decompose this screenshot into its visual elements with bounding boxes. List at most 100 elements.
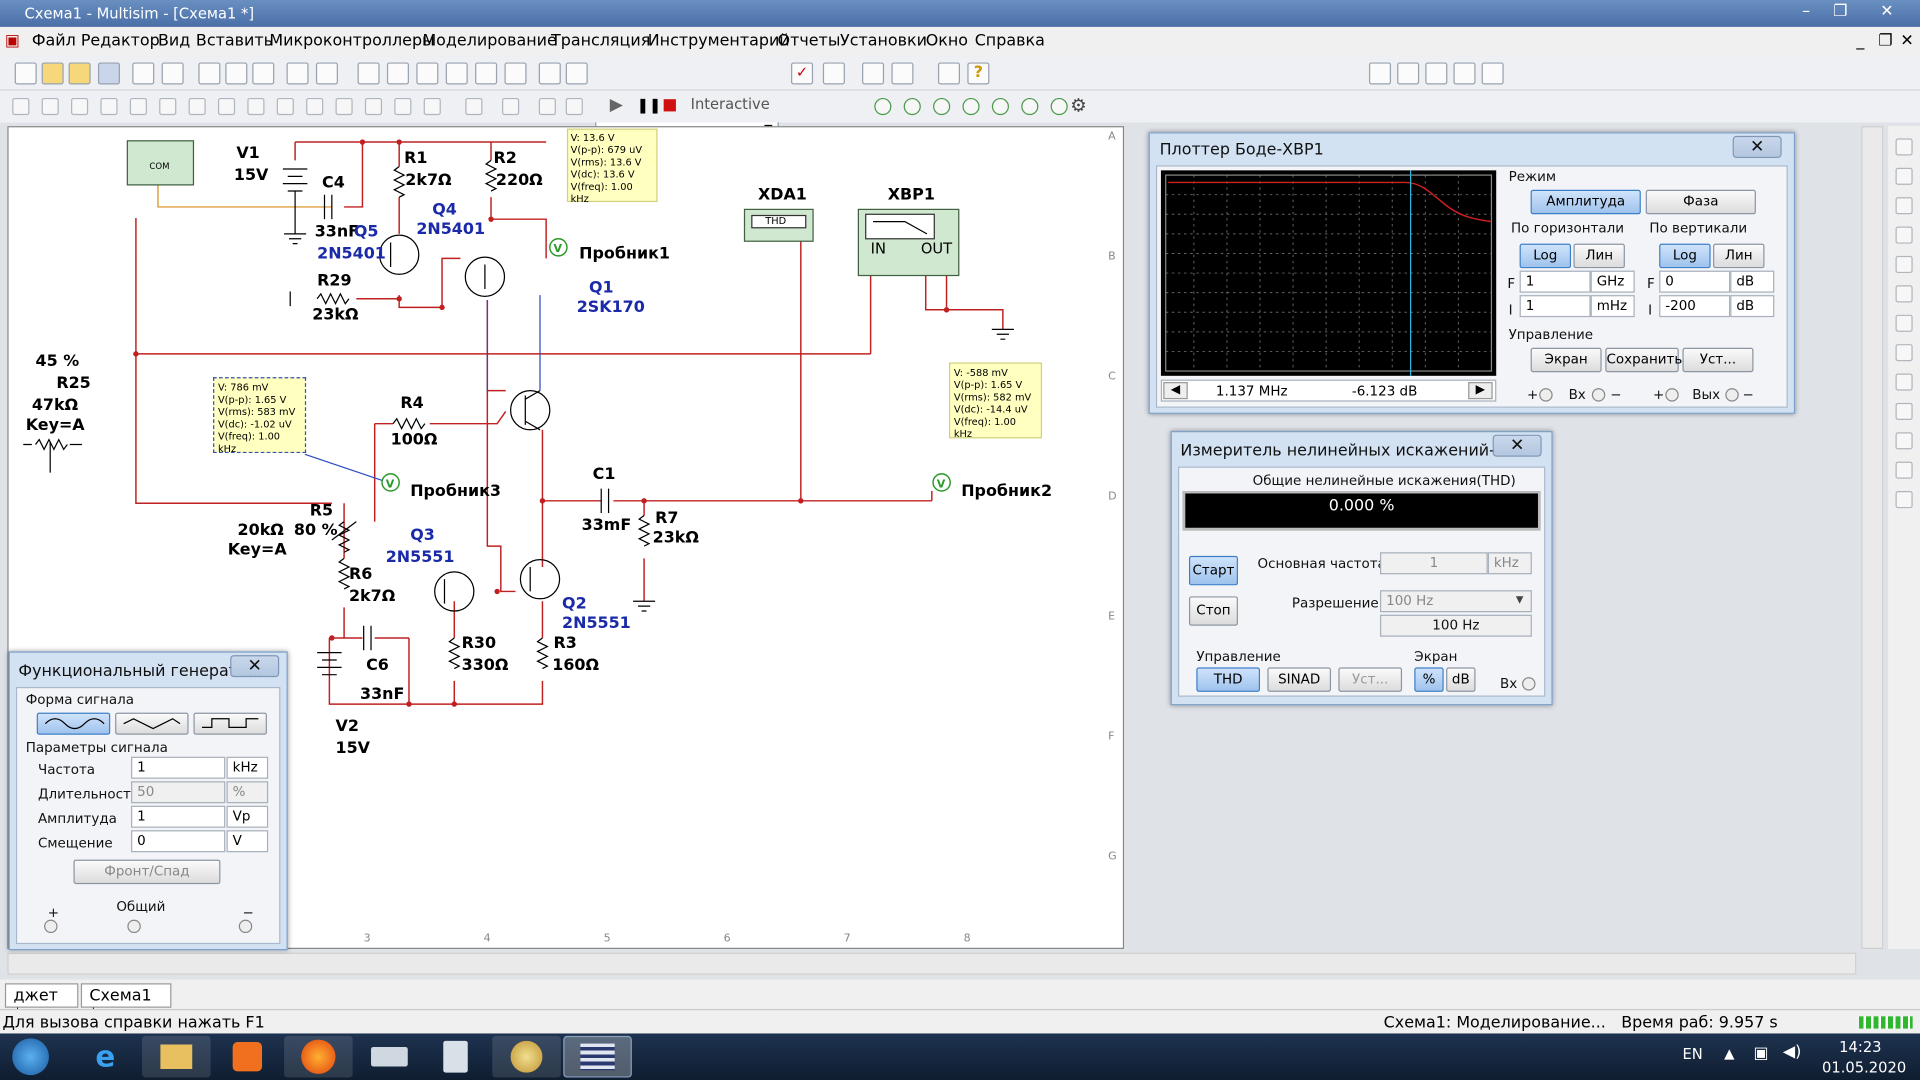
probe-voltage-icon[interactable] bbox=[874, 97, 892, 116]
transistor-icon[interactable] bbox=[100, 97, 118, 116]
probe-digital-icon[interactable] bbox=[1021, 97, 1039, 116]
hierarchical-icon[interactable] bbox=[502, 97, 520, 116]
fg-plus-terminal[interactable] bbox=[44, 919, 58, 934]
fg-duty-unit[interactable]: % bbox=[226, 781, 269, 804]
components-icon[interactable] bbox=[504, 62, 527, 85]
sinad-mode-button[interactable]: SINAD bbox=[1267, 667, 1332, 692]
paste-icon[interactable] bbox=[252, 62, 275, 85]
menu-window[interactable]: Окно bbox=[925, 31, 969, 51]
xbp1-label[interactable]: XBP1 bbox=[887, 186, 935, 205]
database-icon[interactable] bbox=[475, 62, 498, 85]
multisim-taskbar-icon[interactable] bbox=[563, 1035, 632, 1078]
pause-icon[interactable]: ❚❚ bbox=[636, 96, 662, 114]
spectrum-analyzer-icon[interactable] bbox=[1895, 461, 1913, 479]
netlist-icon[interactable] bbox=[538, 62, 561, 85]
zoom-area-icon[interactable] bbox=[1425, 62, 1448, 85]
language-indicator[interactable]: EN bbox=[1682, 1045, 1703, 1063]
tab-schema1[interactable]: Схема1 * bbox=[80, 983, 172, 1024]
media-player-icon[interactable] bbox=[213, 1036, 282, 1078]
thd-mode-button[interactable]: THD bbox=[1196, 667, 1261, 692]
bode-magnitude-button[interactable]: Амплитуда bbox=[1530, 189, 1641, 215]
thd-percent-button[interactable]: % bbox=[1414, 667, 1444, 692]
zoom-out-icon[interactable] bbox=[1397, 62, 1420, 85]
thd-start-button[interactable]: Старт bbox=[1188, 555, 1238, 586]
diode-icon[interactable] bbox=[71, 97, 89, 116]
start-button[interactable] bbox=[0, 1036, 61, 1078]
fg-rise-fall-button[interactable]: Фронт/Спад bbox=[73, 859, 221, 885]
save-icon[interactable] bbox=[97, 62, 121, 85]
bode-h-final-unit[interactable]: GHz bbox=[1590, 270, 1635, 293]
ttl-icon[interactable] bbox=[159, 97, 177, 116]
function-generator-icon[interactable] bbox=[1895, 167, 1913, 185]
multimeter-icon[interactable] bbox=[1895, 138, 1913, 156]
bode-h-initial-unit[interactable]: mHz bbox=[1590, 295, 1635, 318]
fg-minus-terminal[interactable] bbox=[238, 919, 253, 934]
menu-reports[interactable]: Отчеты bbox=[777, 31, 841, 51]
bode-v-initial-input[interactable]: -200 bbox=[1659, 295, 1731, 318]
forward-annotate-icon[interactable] bbox=[891, 62, 914, 85]
indicator-icon[interactable] bbox=[306, 97, 324, 116]
basic-icon[interactable] bbox=[41, 97, 59, 116]
bode-in-minus-terminal[interactable] bbox=[1591, 388, 1606, 402]
fg-amplitude-unit[interactable]: Vp bbox=[226, 805, 269, 828]
mdi-minimize[interactable]: _ bbox=[1856, 31, 1865, 51]
ni-icon[interactable] bbox=[423, 97, 441, 116]
app-icon[interactable]: ▣ bbox=[4, 31, 20, 51]
bode-h-lin-button[interactable]: Лин bbox=[1573, 243, 1625, 269]
chevron-down-icon[interactable]: ▼ bbox=[1515, 593, 1524, 605]
menu-help[interactable]: Справка bbox=[974, 31, 1045, 51]
run-icon[interactable]: ▶ bbox=[609, 95, 623, 116]
stop-icon[interactable] bbox=[663, 99, 676, 112]
spreadsheet-icon[interactable] bbox=[386, 62, 409, 85]
fg-duty-input[interactable]: 50 bbox=[131, 781, 226, 804]
firefox-icon[interactable] bbox=[284, 1035, 353, 1078]
bode-save-button[interactable]: Сохранить bbox=[1605, 347, 1682, 373]
bus-icon[interactable] bbox=[538, 97, 556, 116]
mcu-icon[interactable] bbox=[217, 97, 236, 116]
thd-resolution-select[interactable]: 100 Hz bbox=[1380, 590, 1532, 613]
thd-fundamental-input[interactable]: 1 bbox=[1380, 552, 1488, 575]
probe-current-icon[interactable] bbox=[903, 97, 921, 116]
logic-analyzer-icon[interactable] bbox=[1895, 344, 1913, 362]
electromech-icon[interactable] bbox=[394, 97, 412, 116]
undo-icon[interactable] bbox=[286, 62, 309, 85]
bode-h-initial-input[interactable]: 1 bbox=[1519, 295, 1591, 318]
volume-icon[interactable]: ◀) bbox=[1782, 1043, 1802, 1062]
distortion-analyzer-icon[interactable] bbox=[1895, 432, 1913, 450]
full-screen-icon[interactable] bbox=[1481, 62, 1504, 85]
clock-time[interactable]: 14:23 bbox=[1839, 1038, 1882, 1056]
thd-close-button[interactable]: ✕ bbox=[1492, 434, 1542, 457]
misc-digital-icon[interactable] bbox=[247, 97, 265, 116]
frequency-counter-icon[interactable] bbox=[1895, 285, 1913, 303]
probe-ground-icon[interactable] bbox=[1050, 97, 1068, 116]
bode-close-button[interactable]: ✕ bbox=[1732, 135, 1782, 158]
source-icon[interactable] bbox=[12, 97, 30, 116]
open-sample-icon[interactable] bbox=[68, 62, 91, 85]
thd-stop-button[interactable]: Стоп bbox=[1188, 596, 1238, 626]
fg-close-button[interactable]: ✕ bbox=[230, 655, 280, 678]
bode-v-final-unit[interactable]: dB bbox=[1730, 270, 1775, 293]
logic-converter-icon[interactable] bbox=[1895, 373, 1913, 391]
word-generator-icon[interactable] bbox=[1895, 314, 1913, 332]
cmos-icon[interactable] bbox=[188, 97, 206, 116]
analog-icon[interactable] bbox=[129, 97, 147, 116]
rf-icon[interactable] bbox=[364, 97, 383, 116]
square-wave-button[interactable] bbox=[193, 712, 267, 735]
menu-mcu[interactable]: Микроконтроллеры bbox=[269, 31, 435, 51]
menu-view[interactable]: Вид bbox=[157, 31, 191, 51]
bode-v-lin-button[interactable]: Лин bbox=[1713, 243, 1765, 269]
find-icon[interactable] bbox=[937, 62, 961, 85]
minimize-button[interactable]: – bbox=[1802, 2, 1811, 21]
clock-date[interactable]: 01.05.2020 bbox=[1822, 1059, 1907, 1077]
bode-phase-button[interactable]: Фаза bbox=[1645, 189, 1756, 215]
fg-frequency-input[interactable]: 1 bbox=[131, 756, 226, 779]
help-icon[interactable]: ? bbox=[967, 62, 990, 85]
bode-setup-button[interactable]: Уст... bbox=[1682, 347, 1754, 373]
bode-out-plus-terminal[interactable] bbox=[1665, 388, 1679, 402]
gear-icon[interactable]: ⚙ bbox=[1070, 94, 1087, 117]
vertical-scrollbar[interactable] bbox=[1861, 126, 1884, 949]
fg-frequency-unit[interactable]: kHz bbox=[226, 756, 269, 779]
bode-plotter-icon[interactable] bbox=[1895, 255, 1913, 274]
open-icon[interactable] bbox=[41, 62, 64, 85]
bode-in-plus-terminal[interactable] bbox=[1539, 388, 1553, 402]
